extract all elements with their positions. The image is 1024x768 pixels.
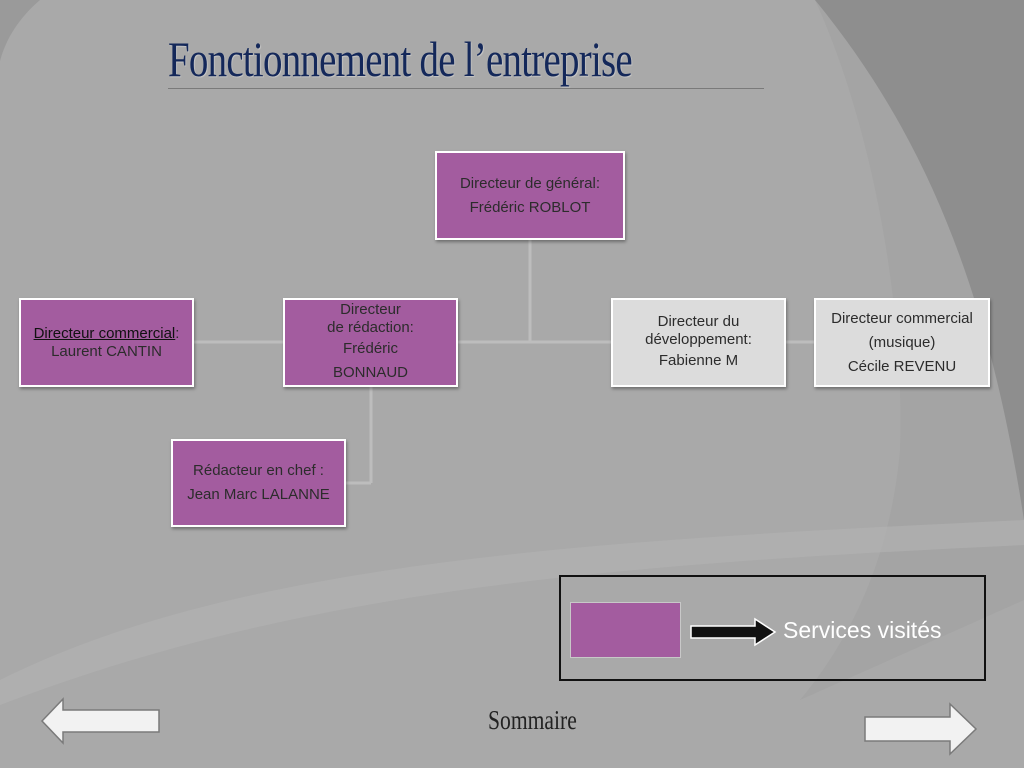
redaction-director-name-1: Frédéric	[342, 339, 398, 357]
chief-editor-name: Jean Marc LALANNE	[187, 486, 330, 503]
commercial-director-role-link[interactable]: Directeur commercial	[33, 324, 176, 342]
general-director-name: Frédéric ROBLOT	[469, 198, 591, 216]
redaction-director-role-2: de rédaction:	[327, 318, 414, 336]
org-box-chief-editor: Rédacteur en chef : Jean Marc LALANNE	[171, 439, 346, 527]
development-director-role-2: développement:	[645, 330, 752, 348]
legend-visited-swatch	[570, 602, 681, 658]
commercial-director-name: Laurent CANTIN	[51, 342, 162, 360]
chief-editor-role: Rédacteur en chef :	[193, 462, 324, 479]
commercial-director-role-line: Directeur commercial:	[34, 325, 180, 343]
redaction-director-role-1: Directeur	[340, 300, 401, 318]
general-director-role: Directeur de général:	[459, 174, 601, 192]
legend: Services visités	[559, 575, 986, 681]
development-director-role-1: Directeur du	[657, 312, 740, 330]
music-director-name: Cécile REVENU	[847, 357, 957, 375]
org-box-development-director: Directeur du développement: Fabienne M	[611, 298, 786, 387]
title-underline	[168, 88, 764, 89]
legend-label: Services visités	[783, 617, 942, 643]
arrow-right-icon[interactable]	[862, 701, 980, 757]
redaction-director-name-2: BONNAUD	[332, 363, 408, 381]
org-box-general-director: Directeur de général: Frédéric ROBLOT	[435, 151, 625, 240]
arrow-left-icon[interactable]	[39, 696, 163, 746]
org-box-music-commercial-director: Directeur commercial (musique) Cécile RE…	[814, 298, 990, 387]
commercial-director-colon: :	[175, 324, 180, 342]
music-director-role: Directeur commercial	[831, 309, 973, 327]
development-director-name: Fabienne M	[658, 351, 739, 369]
legend-arrow-icon	[690, 617, 777, 647]
sommaire-link[interactable]: Sommaire	[488, 705, 577, 735]
music-director-dept: (musique)	[868, 333, 936, 351]
org-box-commercial-director: Directeur commercial: Laurent CANTIN	[19, 298, 194, 387]
org-box-redaction-director: Directeur de rédaction: Frédéric BONNAUD	[283, 298, 458, 387]
page-title: Fonctionnement de l’entreprise	[168, 31, 633, 87]
